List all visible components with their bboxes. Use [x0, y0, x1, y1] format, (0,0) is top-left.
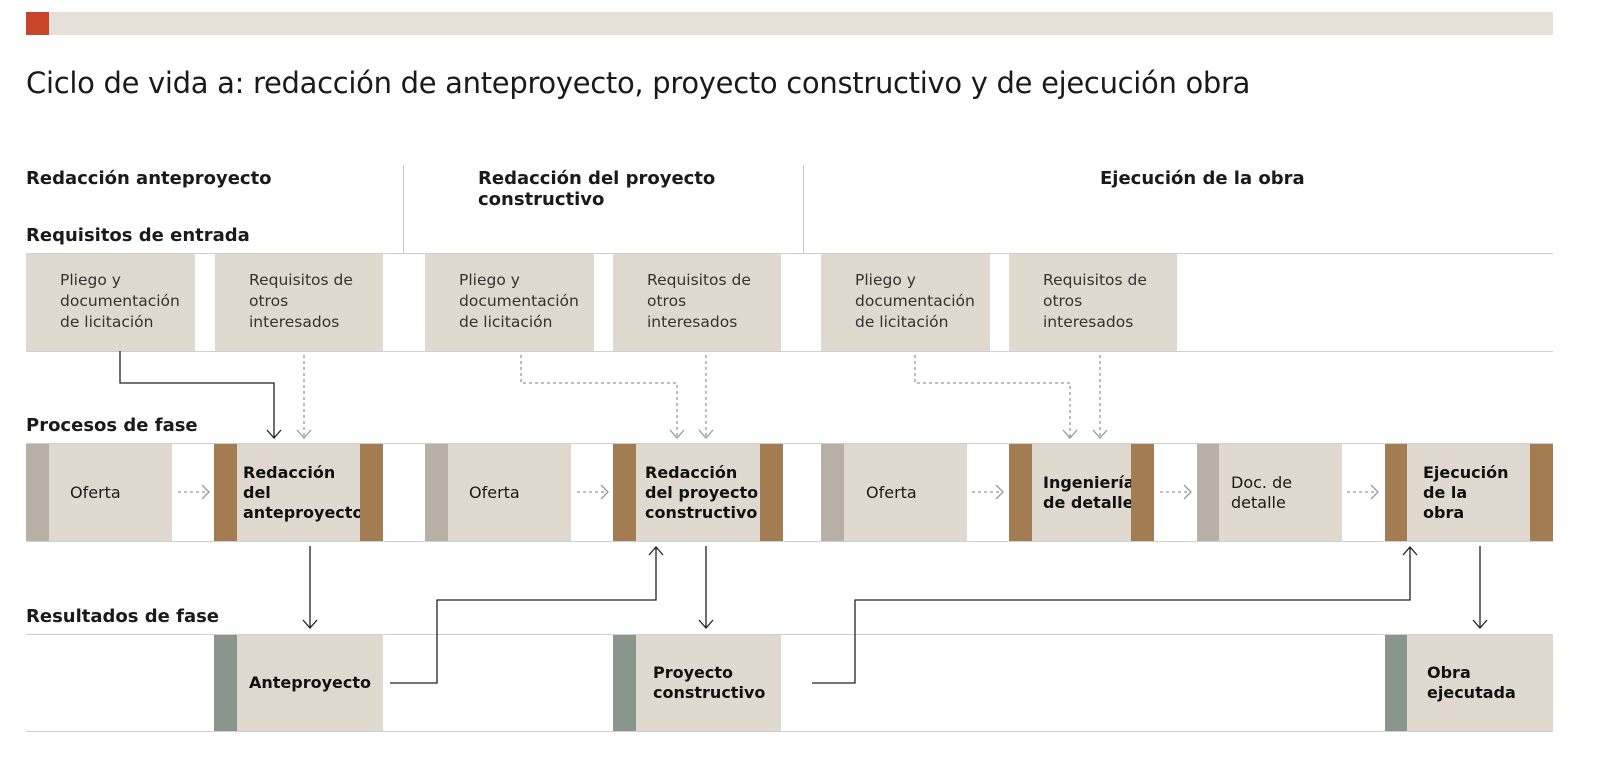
input-otros: Requisitos de otros interesados	[613, 254, 781, 351]
process-bar	[1009, 444, 1032, 541]
process-ejecucion: Ejecución de la obra	[1407, 444, 1530, 541]
accent-square	[26, 12, 49, 35]
input-pliego: Pliego y documentación de licitación	[821, 254, 990, 351]
process-bar	[360, 444, 383, 541]
process-ingenieria: Ingeniería de detalle	[1032, 444, 1135, 541]
row-line	[26, 634, 1553, 635]
row-line	[26, 253, 1553, 254]
input-pliego: Pliego y documentación de licitación	[425, 254, 594, 351]
phase-1-title: Redacción anteproyecto	[26, 168, 272, 189]
process-bar	[1385, 444, 1408, 541]
row-line	[26, 443, 1553, 444]
process-bar	[821, 444, 844, 541]
divider	[803, 165, 804, 253]
process-redaccion-proyecto: Redacción del proyecto constructivo	[636, 444, 760, 541]
result-proyecto: Proyecto constructivo	[636, 635, 781, 731]
result-obra: Obra ejecutada	[1407, 635, 1553, 731]
row-line	[26, 351, 1553, 352]
result-bar	[214, 635, 237, 731]
divider	[403, 165, 404, 253]
process-bar	[760, 444, 783, 541]
process-bar	[1131, 444, 1154, 541]
solid-arrows	[119, 351, 1488, 684]
section-inputs: Requisitos de entrada	[26, 225, 250, 246]
phase-2-title: Redacción del proyecto constructivo	[478, 168, 716, 210]
header-band	[26, 12, 1553, 35]
result-bar	[1385, 635, 1408, 731]
process-redaccion-anteproyecto: Redacción del anteproyecto	[237, 444, 363, 541]
result-bar	[613, 635, 636, 731]
process-bar	[26, 444, 49, 541]
process-doc-detalle: Doc. de detalle	[1219, 444, 1342, 541]
phase-3-title: Ejecución de la obra	[1100, 168, 1305, 189]
page-title: Ciclo de vida a: redacción de anteproyec…	[26, 66, 1251, 100]
process-bar	[425, 444, 448, 541]
process-oferta: Oferta	[448, 444, 571, 541]
row-line	[26, 541, 1553, 542]
process-oferta: Oferta	[844, 444, 967, 541]
result-anteproyecto: Anteproyecto	[237, 635, 383, 731]
input-otros: Requisitos de otros interesados	[215, 254, 383, 351]
section-results: Resultados de fase	[26, 606, 220, 627]
input-otros: Requisitos de otros interesados	[1009, 254, 1177, 351]
section-processes: Procesos de fase	[26, 415, 198, 436]
process-oferta: Oferta	[49, 444, 172, 541]
process-bar	[214, 444, 237, 541]
row-line	[26, 731, 1553, 732]
input-pliego: Pliego y documentación de licitación	[26, 254, 195, 351]
process-bar	[1530, 444, 1553, 541]
process-bar	[613, 444, 636, 541]
dotted-arrows	[178, 355, 1379, 500]
process-bar	[1197, 444, 1220, 541]
